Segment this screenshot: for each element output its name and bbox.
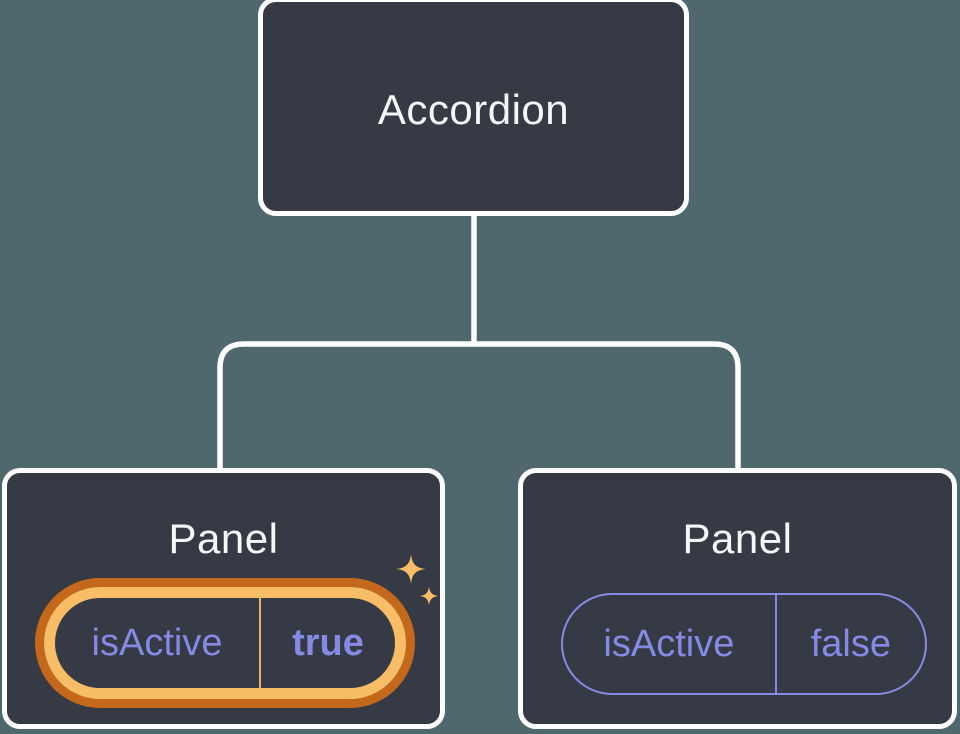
- prop-value-label: false: [810, 622, 892, 665]
- accordion-node: Accordion: [258, 0, 689, 216]
- pill-divider: [774, 595, 777, 693]
- prop-value-label: true: [292, 621, 364, 664]
- accordion-label: Accordion: [377, 85, 570, 133]
- isactive-prop-pill-active: isActive true: [44, 587, 406, 699]
- pill-divider: [259, 598, 261, 688]
- prop-name-label: isActive: [91, 621, 223, 664]
- prop-name-label: isActive: [603, 622, 735, 665]
- panel-label: Panel: [682, 515, 793, 562]
- isactive-prop-pill-inactive: isActive false: [561, 593, 927, 695]
- panel-label: Panel: [168, 515, 279, 562]
- connector-branch-line: [217, 341, 741, 470]
- sparkle-icon-small: [419, 586, 439, 606]
- panel-node-active: Panel isActive true: [2, 468, 445, 729]
- sparkle-icon-large: [396, 554, 426, 584]
- sparkles-icon: [396, 554, 439, 606]
- panel-node-inactive: Panel isActive false: [518, 468, 957, 729]
